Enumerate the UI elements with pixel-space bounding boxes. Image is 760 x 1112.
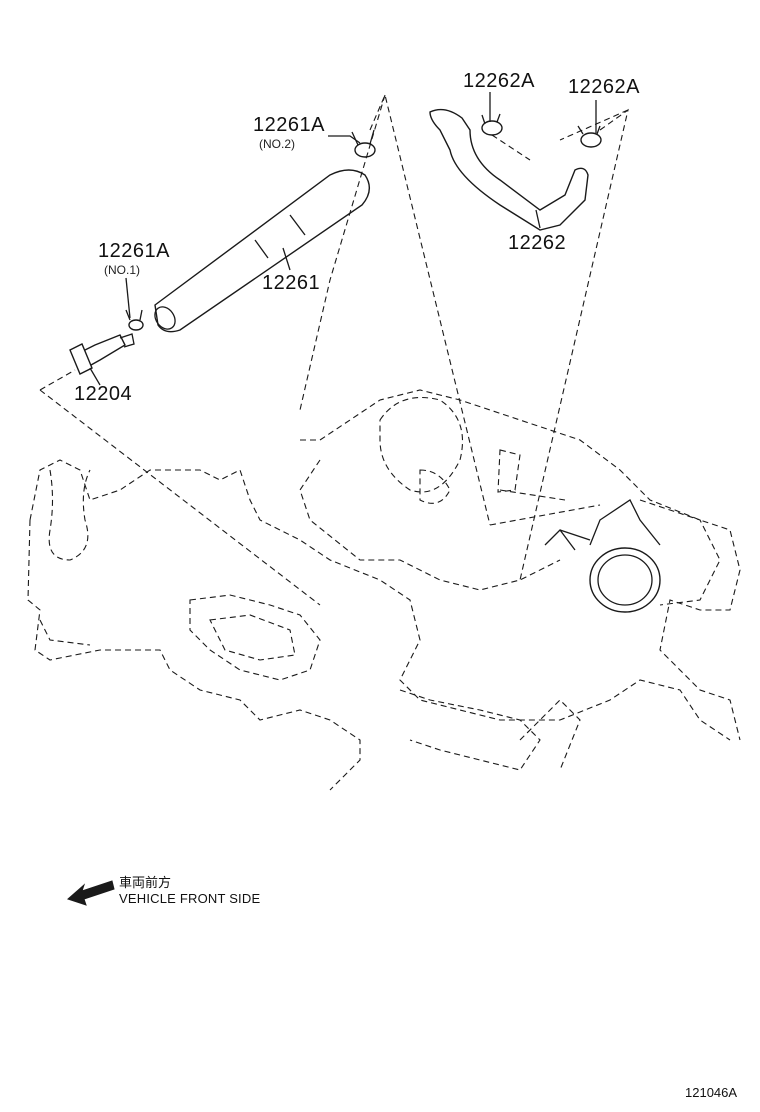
label-12261A-no1: 12261A <box>98 240 170 262</box>
label-12204: 12204 <box>74 383 133 405</box>
leader-lines <box>89 92 597 386</box>
note-12261A-no2: (NO.2) <box>259 137 295 151</box>
hose-12261 <box>154 169 370 333</box>
clamp-12262A-left <box>481 113 503 136</box>
engine-outline <box>27 389 741 791</box>
label-12262: 12262 <box>508 232 567 254</box>
vehicle-front-arrow-icon <box>67 880 115 906</box>
pcv-valve-12204 <box>69 333 135 375</box>
label-12261: 12261 <box>262 272 321 294</box>
figure-reference: 121046A <box>685 1085 738 1100</box>
legend-japanese: 車両前方 <box>119 875 172 890</box>
assembly-lines <box>39 93 629 606</box>
hose-12262 <box>429 108 589 231</box>
label-12262A-right: 12262A <box>568 76 640 98</box>
throttle-body <box>544 499 721 613</box>
legend-english: VEHICLE FRONT SIDE <box>119 891 261 906</box>
label-12262A-left: 12262A <box>463 70 535 92</box>
note-12261A-no1: (NO.1) <box>104 263 140 277</box>
clamp-12262A-right <box>577 125 602 148</box>
clamp-12261A-no2 <box>351 129 376 158</box>
label-12261A-no2: 12261A <box>253 114 325 136</box>
clamp-12261A-no1 <box>125 309 144 331</box>
